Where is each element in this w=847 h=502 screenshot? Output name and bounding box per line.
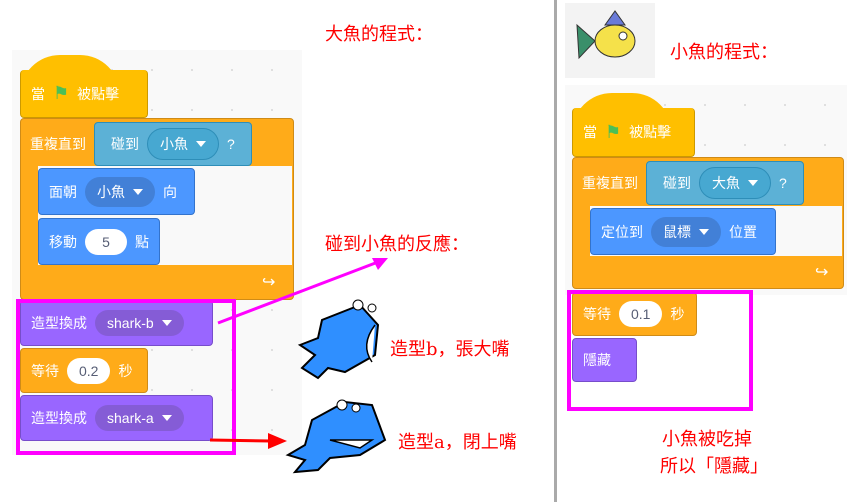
touching-target-dropdown[interactable]: 大魚 xyxy=(699,167,771,199)
green-flag-icon: ⚑ xyxy=(53,83,70,103)
goto-post: 位置 xyxy=(729,223,757,240)
loop-arrow-icon: ↪ xyxy=(262,274,276,291)
green-flag-icon: ⚑ xyxy=(605,121,622,142)
repeat-label: 重複直到 xyxy=(582,175,638,191)
dropdown-arrow-icon xyxy=(196,141,206,147)
wait-label: 等待 xyxy=(583,306,611,322)
when-flag-clicked-block[interactable]: 當 ⚑ 被點擊 xyxy=(20,70,148,118)
repeat-header: 重複直到 碰到 小魚 ? xyxy=(20,122,262,166)
eaten-note-1: 小魚被吃掉 xyxy=(662,429,752,450)
wait-post: 秒 xyxy=(118,362,133,379)
dropdown-value: 小魚 xyxy=(160,136,188,152)
shark-b-image xyxy=(297,299,380,380)
touching-target-dropdown[interactable]: 小魚 xyxy=(147,128,219,160)
dropdown-value: shark-b xyxy=(107,315,154,331)
small-fish-sprite xyxy=(565,3,655,78)
dropdown-value: shark-a xyxy=(107,410,154,426)
costume-label: 造型換成 xyxy=(31,315,87,331)
point-towards-block[interactable]: 面朝 小魚 向 xyxy=(38,168,195,215)
big-fish-title: 大魚的程式： xyxy=(325,24,433,45)
hide-block[interactable]: 隱藏 xyxy=(572,338,637,382)
hide-label: 隱藏 xyxy=(583,352,611,368)
touching-condition[interactable]: 碰到 大魚 ? xyxy=(646,161,804,205)
magenta-arrow xyxy=(217,260,379,325)
move-post: 點 xyxy=(135,233,149,250)
question-mark: ? xyxy=(227,136,235,152)
hat-label-post: 被點擊 xyxy=(77,85,120,102)
highlight-box-big xyxy=(16,299,236,455)
switch-costume-b-block[interactable]: 造型換成 shark-b xyxy=(20,300,213,346)
red-arrow xyxy=(209,438,271,443)
touch-note: 碰到小魚的反應： xyxy=(325,234,469,255)
repeat-header: 重複直到 碰到 大魚 ? xyxy=(572,160,814,206)
costume-a-note: 造型a，閉上嘴 xyxy=(398,432,517,453)
face-target-dropdown[interactable]: 小魚 xyxy=(85,176,155,207)
move-steps-block[interactable]: 移動 5 點 xyxy=(38,218,160,265)
go-to-block[interactable]: 定位到 鼠標 位置 xyxy=(590,208,776,255)
red-arrowhead xyxy=(268,433,287,449)
wait-block[interactable]: 等待 0.1 秒 xyxy=(572,292,697,336)
face-post: 向 xyxy=(163,183,177,200)
hat-label: 當 xyxy=(583,124,597,140)
dropdown-arrow-icon xyxy=(161,415,172,421)
small-fish-title: 小魚的程式： xyxy=(670,42,778,63)
face-label: 面朝 xyxy=(49,183,77,200)
highlight-box-small xyxy=(567,290,753,411)
dropdown-value: 大魚 xyxy=(712,175,740,191)
hat-label: 當 xyxy=(31,85,45,102)
move-label: 移動 xyxy=(49,233,77,250)
magenta-arrowhead xyxy=(372,258,388,270)
dropdown-arrow-icon xyxy=(133,188,143,195)
goto-label: 定位到 xyxy=(601,223,643,240)
goto-target-dropdown[interactable]: 鼠標 xyxy=(651,216,721,247)
divider xyxy=(554,0,557,502)
wait-post: 秒 xyxy=(670,306,685,322)
costume-dropdown[interactable]: shark-b xyxy=(95,310,184,336)
costume-b-note: 造型b，張大嘴 xyxy=(390,339,510,360)
eaten-note-2: 所以「隱藏」 xyxy=(660,456,768,477)
dropdown-value: 鼠標 xyxy=(663,223,691,240)
dropdown-value: 小魚 xyxy=(97,183,125,200)
question-mark: ? xyxy=(779,175,787,191)
wait-label: 等待 xyxy=(31,362,59,379)
touching-label: 碰到 xyxy=(663,175,691,191)
costume-label: 造型換成 xyxy=(31,410,87,426)
costume-dropdown[interactable]: shark-a xyxy=(95,405,184,431)
seconds-input[interactable]: 0.2 xyxy=(67,357,111,384)
touching-label: 碰到 xyxy=(111,136,139,152)
switch-costume-a-block[interactable]: 造型換成 shark-a xyxy=(20,395,213,441)
when-flag-clicked-block[interactable]: 當 ⚑ 被點擊 xyxy=(572,108,695,157)
dropdown-arrow-icon xyxy=(748,180,758,186)
hat-label-post: 被點擊 xyxy=(629,124,672,140)
dropdown-arrow-icon xyxy=(161,320,172,326)
loop-arrow-icon: ↪ xyxy=(815,264,829,281)
steps-input[interactable]: 5 xyxy=(85,228,127,255)
wait-block[interactable]: 等待 0.2 秒 xyxy=(20,348,148,393)
touching-condition[interactable]: 碰到 小魚 ? xyxy=(94,122,252,166)
shark-a-image xyxy=(285,399,387,474)
seconds-input[interactable]: 0.1 xyxy=(619,301,663,327)
repeat-label: 重複直到 xyxy=(30,136,86,152)
dropdown-arrow-icon xyxy=(699,228,709,235)
